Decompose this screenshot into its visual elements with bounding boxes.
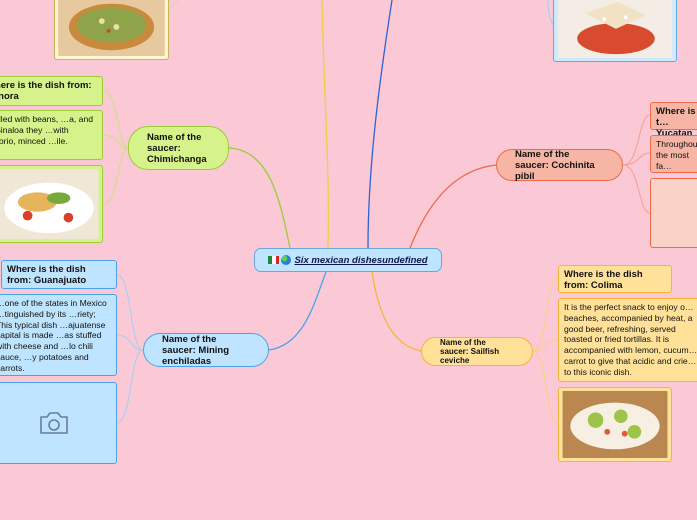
ceviche-description[interactable]: It is the perfect snack to enjoy o… beac…: [558, 298, 697, 382]
cochinita-topic[interactable]: Name of the saucer: Cochinita pibil: [496, 148, 623, 182]
tamales-photo: [553, 0, 677, 62]
camera-icon: [39, 412, 68, 434]
chimichanga-description[interactable]: …filled with beans, …a, and in Sinaloa t…: [0, 110, 103, 160]
mexico-flag-icon: [268, 256, 280, 264]
chimichanga-name: Name of the saucer: Chimichanga: [147, 131, 207, 165]
cochinita-name: Name of the saucer: Cochinita pibil: [515, 148, 595, 182]
enchiladas-description[interactable]: …one of the states in Mexico …tinguished…: [0, 294, 117, 376]
tamales-image: [557, 0, 673, 58]
central-topic[interactable]: Six mexican dishesundefined: [254, 248, 442, 272]
chimichanga-topic[interactable]: Name of the saucer: Chimichanga: [128, 126, 229, 170]
cochinita-description[interactable]: Throughou… the most fa… gastronom…: [650, 135, 697, 173]
enchiladas-name: Name of the saucer: Mining enchiladas: [162, 333, 230, 367]
enchiladas-origin[interactable]: Where is the dish from: Guanajuato: [1, 260, 117, 289]
globe-icon: [281, 255, 292, 265]
ceviche-image: [562, 391, 668, 458]
chimichanga-origin[interactable]: Where is the dish from: Sonora: [0, 76, 103, 106]
enchiladas-photo-placeholder[interactable]: [0, 382, 117, 464]
cochinita-photo: [650, 178, 697, 248]
ceviche-origin[interactable]: Where is the dish from: Colima: [558, 265, 672, 293]
chimichanga-photo: [0, 165, 103, 243]
central-topic-title: Six mexican dishesundefined: [294, 254, 428, 266]
enchiladas-topic[interactable]: Name of the saucer: Mining enchiladas: [143, 333, 269, 367]
ceviche-topic[interactable]: Name of the saucer: Sailfish ceviche: [421, 337, 533, 366]
cochinita-origin[interactable]: Where is t… Yucatan: [650, 102, 697, 139]
soup-image: [58, 0, 165, 56]
chimichanga-image: [0, 169, 99, 239]
ceviche-photo: [558, 387, 672, 462]
ceviche-name: Name of the saucer: Sailfish ceviche: [440, 338, 500, 365]
soup-photo: [54, 0, 169, 60]
